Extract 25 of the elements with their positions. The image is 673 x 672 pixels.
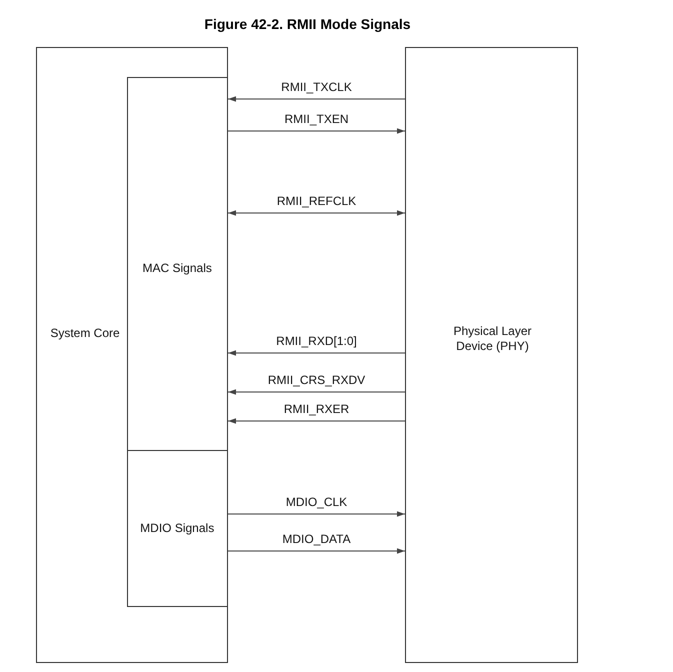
block	[126, 76, 228, 451]
block	[36, 47, 228, 663]
signal-arrow	[228, 389, 406, 395]
signal-arrow	[228, 548, 406, 554]
block-label: MAC Signals	[142, 260, 213, 276]
signal-label: RMII_RXD[1:0]	[276, 334, 357, 348]
signal-label: RMII_CRS_RXDV	[268, 373, 366, 387]
signal-arrow	[228, 511, 406, 517]
signal-arrow	[228, 210, 406, 216]
signal-arrow	[228, 96, 406, 102]
block-label: Physical Layer Device (PHY)	[452, 324, 533, 354]
signal-label: RMII_REFCLK	[276, 194, 356, 208]
block-label: MDIO Signals	[139, 520, 216, 536]
signal-label: RMII_TXCLK	[281, 80, 352, 94]
signal-label: RMII_RXER	[284, 402, 350, 416]
block	[405, 47, 578, 663]
signal-arrow	[228, 418, 406, 424]
block-label: System Core	[49, 326, 121, 341]
signal-label: MDIO_CLK	[286, 495, 348, 509]
signal-arrow	[228, 350, 406, 356]
signal-arrow	[228, 128, 406, 134]
block	[126, 450, 228, 607]
figure-title: Figure 42-2. RMII Mode Signals	[203, 16, 412, 32]
signal-label: MDIO_DATA	[282, 532, 351, 546]
signal-label: RMII_TXEN	[284, 112, 348, 126]
